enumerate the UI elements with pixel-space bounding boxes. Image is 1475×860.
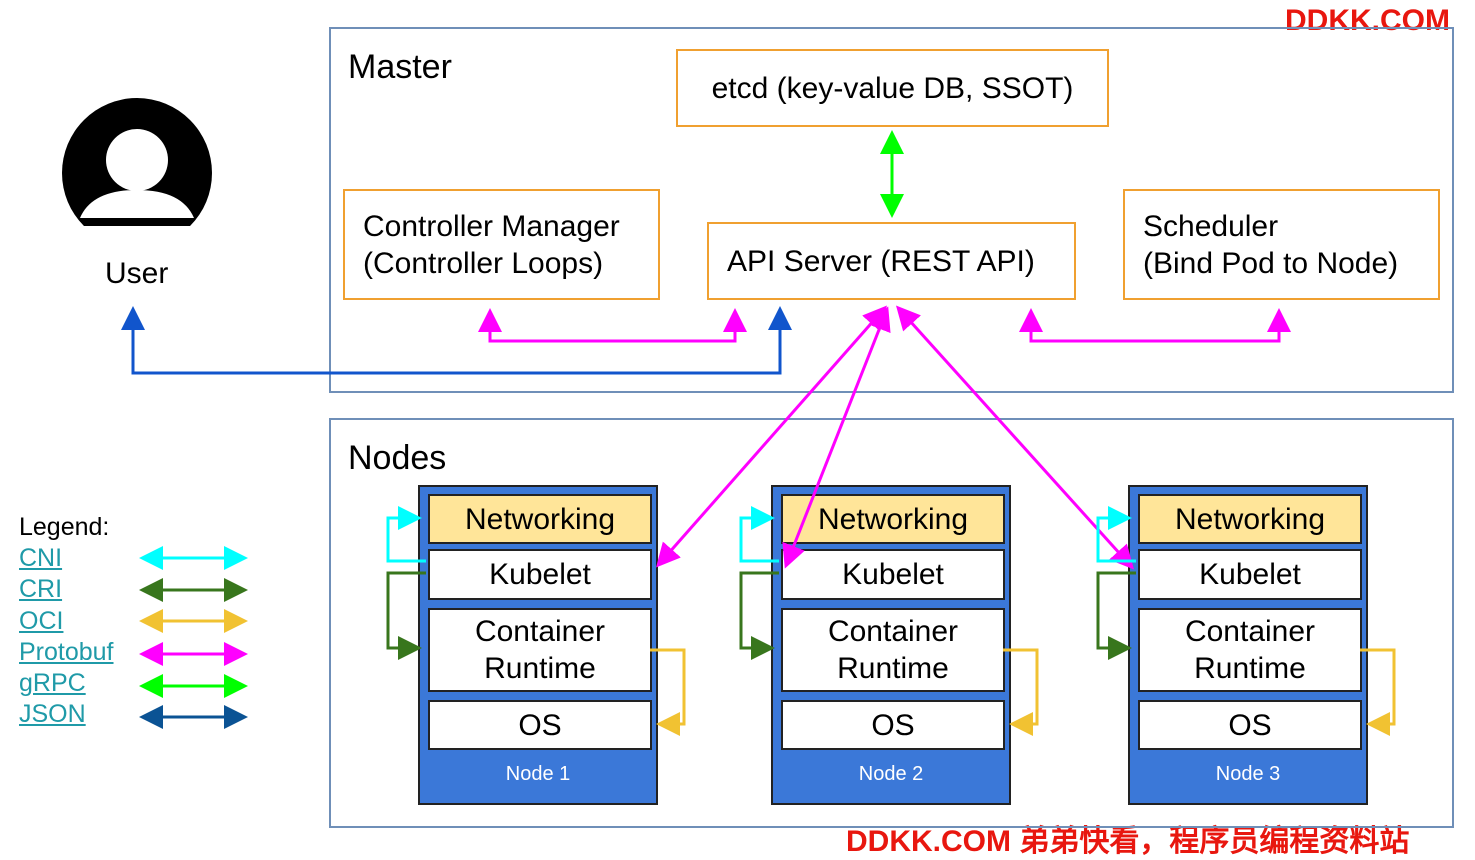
nodes-title: Nodes [348,439,447,477]
node3-oci-arrow [1360,648,1396,736]
os-box: OS [1138,700,1362,750]
api-server-box: API Server (REST API) [707,222,1076,300]
user-label: User [105,257,169,290]
node3-cni-arrow [1096,506,1136,563]
legend-title: Legend: [19,513,110,541]
networking-box: Networking [1138,494,1362,544]
node1-oci-arrow [650,648,686,736]
api-kubelet1-protobuf-arrow [656,305,887,568]
legend-protobuf-link[interactable]: Protobuf [19,638,114,666]
etcd-label: etcd (key-value DB, SSOT) [711,71,1074,105]
scheduler-line2: (Bind Pod to Node) [1143,246,1399,280]
networking-box: Networking [428,494,652,544]
controller-api-protobuf-arrow [478,308,747,343]
node1-cri-arrow [386,571,426,660]
os-box: OS [428,700,652,750]
legend-cni-link[interactable]: CNI [19,544,63,572]
master-frame [329,27,1454,393]
user-avatar-icon [62,98,212,228]
kubelet-box: Kubelet [1138,549,1362,600]
scheduler-line1: Scheduler [1143,209,1279,243]
legend-json-link[interactable]: JSON [19,700,86,728]
nodes-frame [329,418,1454,828]
node-label: Node 2 [858,763,924,785]
api-scheduler-protobuf-arrow [1019,308,1291,343]
api-kubelet2-protobuf-arrow [782,306,891,569]
api-kubelet3-protobuf-arrow [895,305,1135,570]
node2-cni-arrow [739,506,779,563]
node-label: Node 1 [505,763,571,785]
node2-oci-arrow [1003,648,1039,736]
legend-grpc-link[interactable]: gRPC [19,669,86,697]
controller-manager-line1: Controller Manager [363,209,620,243]
controller-manager-box: Controller Manager (Controller Loops) [343,189,660,300]
node1-cni-arrow [386,506,426,563]
scheduler-box: Scheduler (Bind Pod to Node) [1123,189,1440,300]
node2-cri-arrow [739,571,779,660]
legend-cri-link[interactable]: CRI [19,575,63,603]
master-title: Master [348,48,452,86]
node3-cri-arrow [1096,571,1136,660]
node-label: Node 3 [1215,763,1281,785]
etcd-box: etcd (key-value DB, SSOT) [676,49,1109,127]
watermark-top: DDKK.COM [1285,4,1450,37]
legend-oci-link[interactable]: OCI [19,607,64,635]
controller-manager-line2: (Controller Loops) [363,246,604,280]
api-server-label: API Server (REST API) [727,244,1035,278]
kubelet-box: Kubelet [428,549,652,600]
os-box: OS [781,700,1005,750]
